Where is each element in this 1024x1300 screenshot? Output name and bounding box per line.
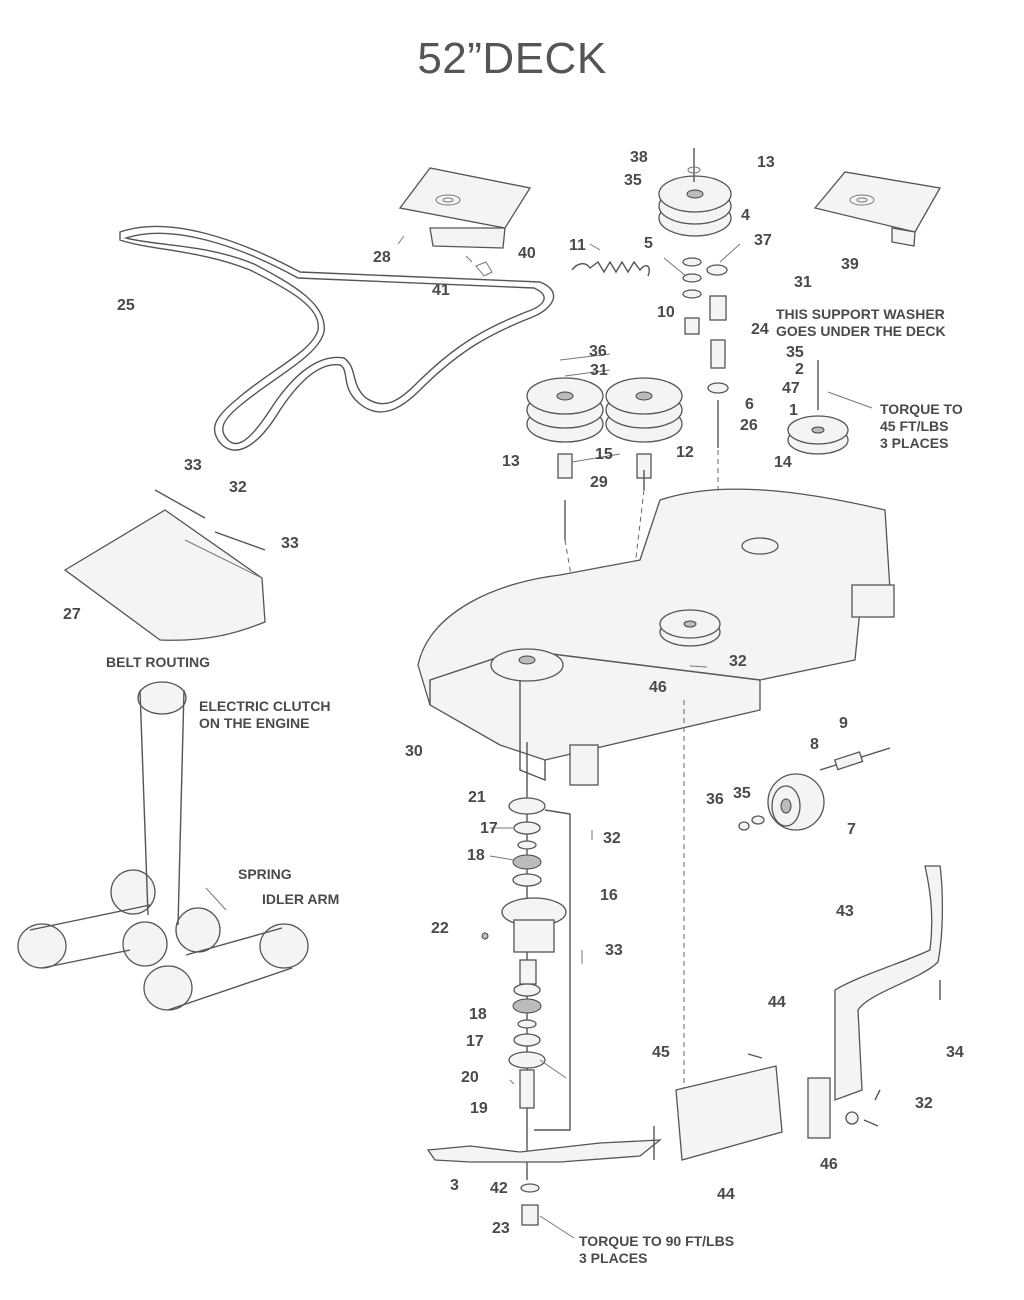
- callout-4: 4: [741, 207, 750, 224]
- callout-31: 31: [794, 274, 812, 291]
- callout-20: 20: [461, 1069, 479, 1086]
- callout-2: 2: [795, 361, 804, 378]
- callout-13-b: 13: [502, 453, 520, 470]
- callout-13: 13: [757, 154, 775, 171]
- torque-45-note-line-3: 3 PLACES: [880, 435, 949, 451]
- callout-31-b: 35: [786, 344, 804, 361]
- callout-32-c: 32: [603, 830, 621, 847]
- shield-27-drawing: [63, 489, 266, 641]
- spring-11-drawing: [571, 260, 650, 277]
- plate-39-drawing: [813, 171, 942, 247]
- callout-43: 43: [836, 903, 854, 920]
- torque-90-note-line-1: TORQUE TO 90 FT/LBS: [579, 1233, 735, 1249]
- callout-6: 6: [745, 396, 754, 413]
- callout-7: 7: [847, 821, 856, 838]
- callout-44-b: 44: [717, 1186, 735, 1203]
- support-washer-note-line-2: GOES UNDER THE DECK: [776, 323, 946, 339]
- electric-clutch-note-line-2: ON THE ENGINE: [199, 715, 310, 731]
- callout-17: 17: [480, 820, 498, 837]
- callout-47: 47: [782, 380, 800, 397]
- belt-routing-heading: BELT ROUTING: [106, 654, 210, 670]
- callout-12: 12: [676, 444, 694, 461]
- callout-33-b: 33: [281, 535, 299, 552]
- callout-18: 18: [467, 847, 485, 864]
- torque-45-note-line-1: TORQUE TO: [880, 401, 963, 417]
- page-title: 52”DECK: [417, 34, 607, 83]
- callout-26: 26: [740, 417, 758, 434]
- callout-9: 9: [839, 715, 848, 732]
- callout-33-c: 33: [605, 942, 623, 959]
- torque-90-note-line-2: 3 PLACES: [579, 1250, 648, 1266]
- callout-32-d: 32: [915, 1095, 933, 1112]
- callout-27: 27: [63, 606, 81, 623]
- torque-90-note: TORQUE TO 90 FT/LBS 3 PLACES: [579, 1233, 734, 1267]
- support-washer-note: THIS SUPPORT WASHER GOES UNDER THE DECK: [776, 306, 946, 340]
- callout-10: 10: [657, 304, 675, 321]
- callout-33: 33: [184, 457, 202, 474]
- callout-42: 42: [490, 1180, 508, 1197]
- callout-40: 40: [518, 245, 536, 262]
- idler-arm-note: IDLER ARM: [262, 891, 340, 907]
- callout-35: 35: [624, 172, 642, 189]
- callout-5: 5: [644, 235, 653, 252]
- callout-46-b: 46: [820, 1156, 838, 1173]
- leader-lines: [489, 243, 741, 1239]
- deck-30-drawing: [417, 488, 895, 1155]
- torque-45-note-line-2: 45 FT/LBS: [880, 418, 949, 434]
- callout-36-b: 36: [706, 791, 724, 808]
- callout-32-b: 32: [729, 653, 747, 670]
- callout-29: 29: [590, 474, 608, 491]
- callout-24: 24: [751, 321, 769, 338]
- callout-44: 44: [768, 994, 786, 1011]
- callout-30: 30: [405, 743, 423, 760]
- electric-clutch-note: ELECTRIC CLUTCH ON THE ENGINE: [199, 698, 330, 732]
- callout-3: 3: [450, 1177, 459, 1194]
- discharge-chute-43-drawing: [807, 865, 944, 1139]
- electric-clutch-note-line-1: ELECTRIC CLUTCH: [199, 698, 331, 714]
- callout-1: 1: [789, 402, 798, 419]
- callout-35-b: 31: [590, 362, 608, 379]
- callout-39: 39: [841, 256, 859, 273]
- torque-45-note: TORQUE TO 45 FT/LBS 3 PLACES: [880, 401, 963, 452]
- blade-3-drawing: [426, 1139, 662, 1226]
- callout-23: 23: [492, 1220, 510, 1237]
- callout-36: 36: [589, 343, 607, 360]
- callout-25: 25: [117, 297, 135, 314]
- callout-17-b: 17: [466, 1033, 484, 1050]
- callout-41: 41: [432, 282, 450, 299]
- callout-19: 19: [470, 1100, 488, 1117]
- callout-18-b: 18: [469, 1006, 487, 1023]
- callout-15: 15: [595, 446, 613, 463]
- belt-routing-drawing: [17, 681, 309, 1011]
- idler-pulley-13-top-drawing: [658, 148, 732, 520]
- callout-37: 37: [754, 232, 772, 249]
- callout-32: 32: [229, 479, 247, 496]
- callout-16: 16: [600, 887, 618, 904]
- callout-34: 34: [946, 1044, 964, 1061]
- wheel-7-drawing: [738, 747, 891, 831]
- callout-21: 21: [468, 789, 486, 806]
- callout-46: 46: [649, 679, 667, 696]
- idler-pulleys-12-13-drawing: [526, 377, 683, 626]
- callout-11: 11: [569, 237, 586, 254]
- spindle-assembly-drawing: [481, 742, 593, 1180]
- belt-25-drawing: [119, 225, 555, 451]
- support-washer-note-line-1: THIS SUPPORT WASHER: [776, 306, 945, 322]
- callout-35-c: 35: [733, 785, 751, 802]
- callout-22: 22: [431, 920, 449, 937]
- plate-28-drawing: [397, 167, 532, 277]
- callout-8: 8: [810, 736, 819, 753]
- callout-14: 14: [774, 454, 792, 471]
- callout-28: 28: [373, 249, 391, 266]
- callout-38: 38: [630, 149, 648, 166]
- spring-note: SPRING: [238, 866, 292, 882]
- plate-45-drawing: [653, 1053, 783, 1161]
- callout-45: 45: [652, 1044, 670, 1061]
- spindle-pulley-14-drawing: [787, 360, 873, 455]
